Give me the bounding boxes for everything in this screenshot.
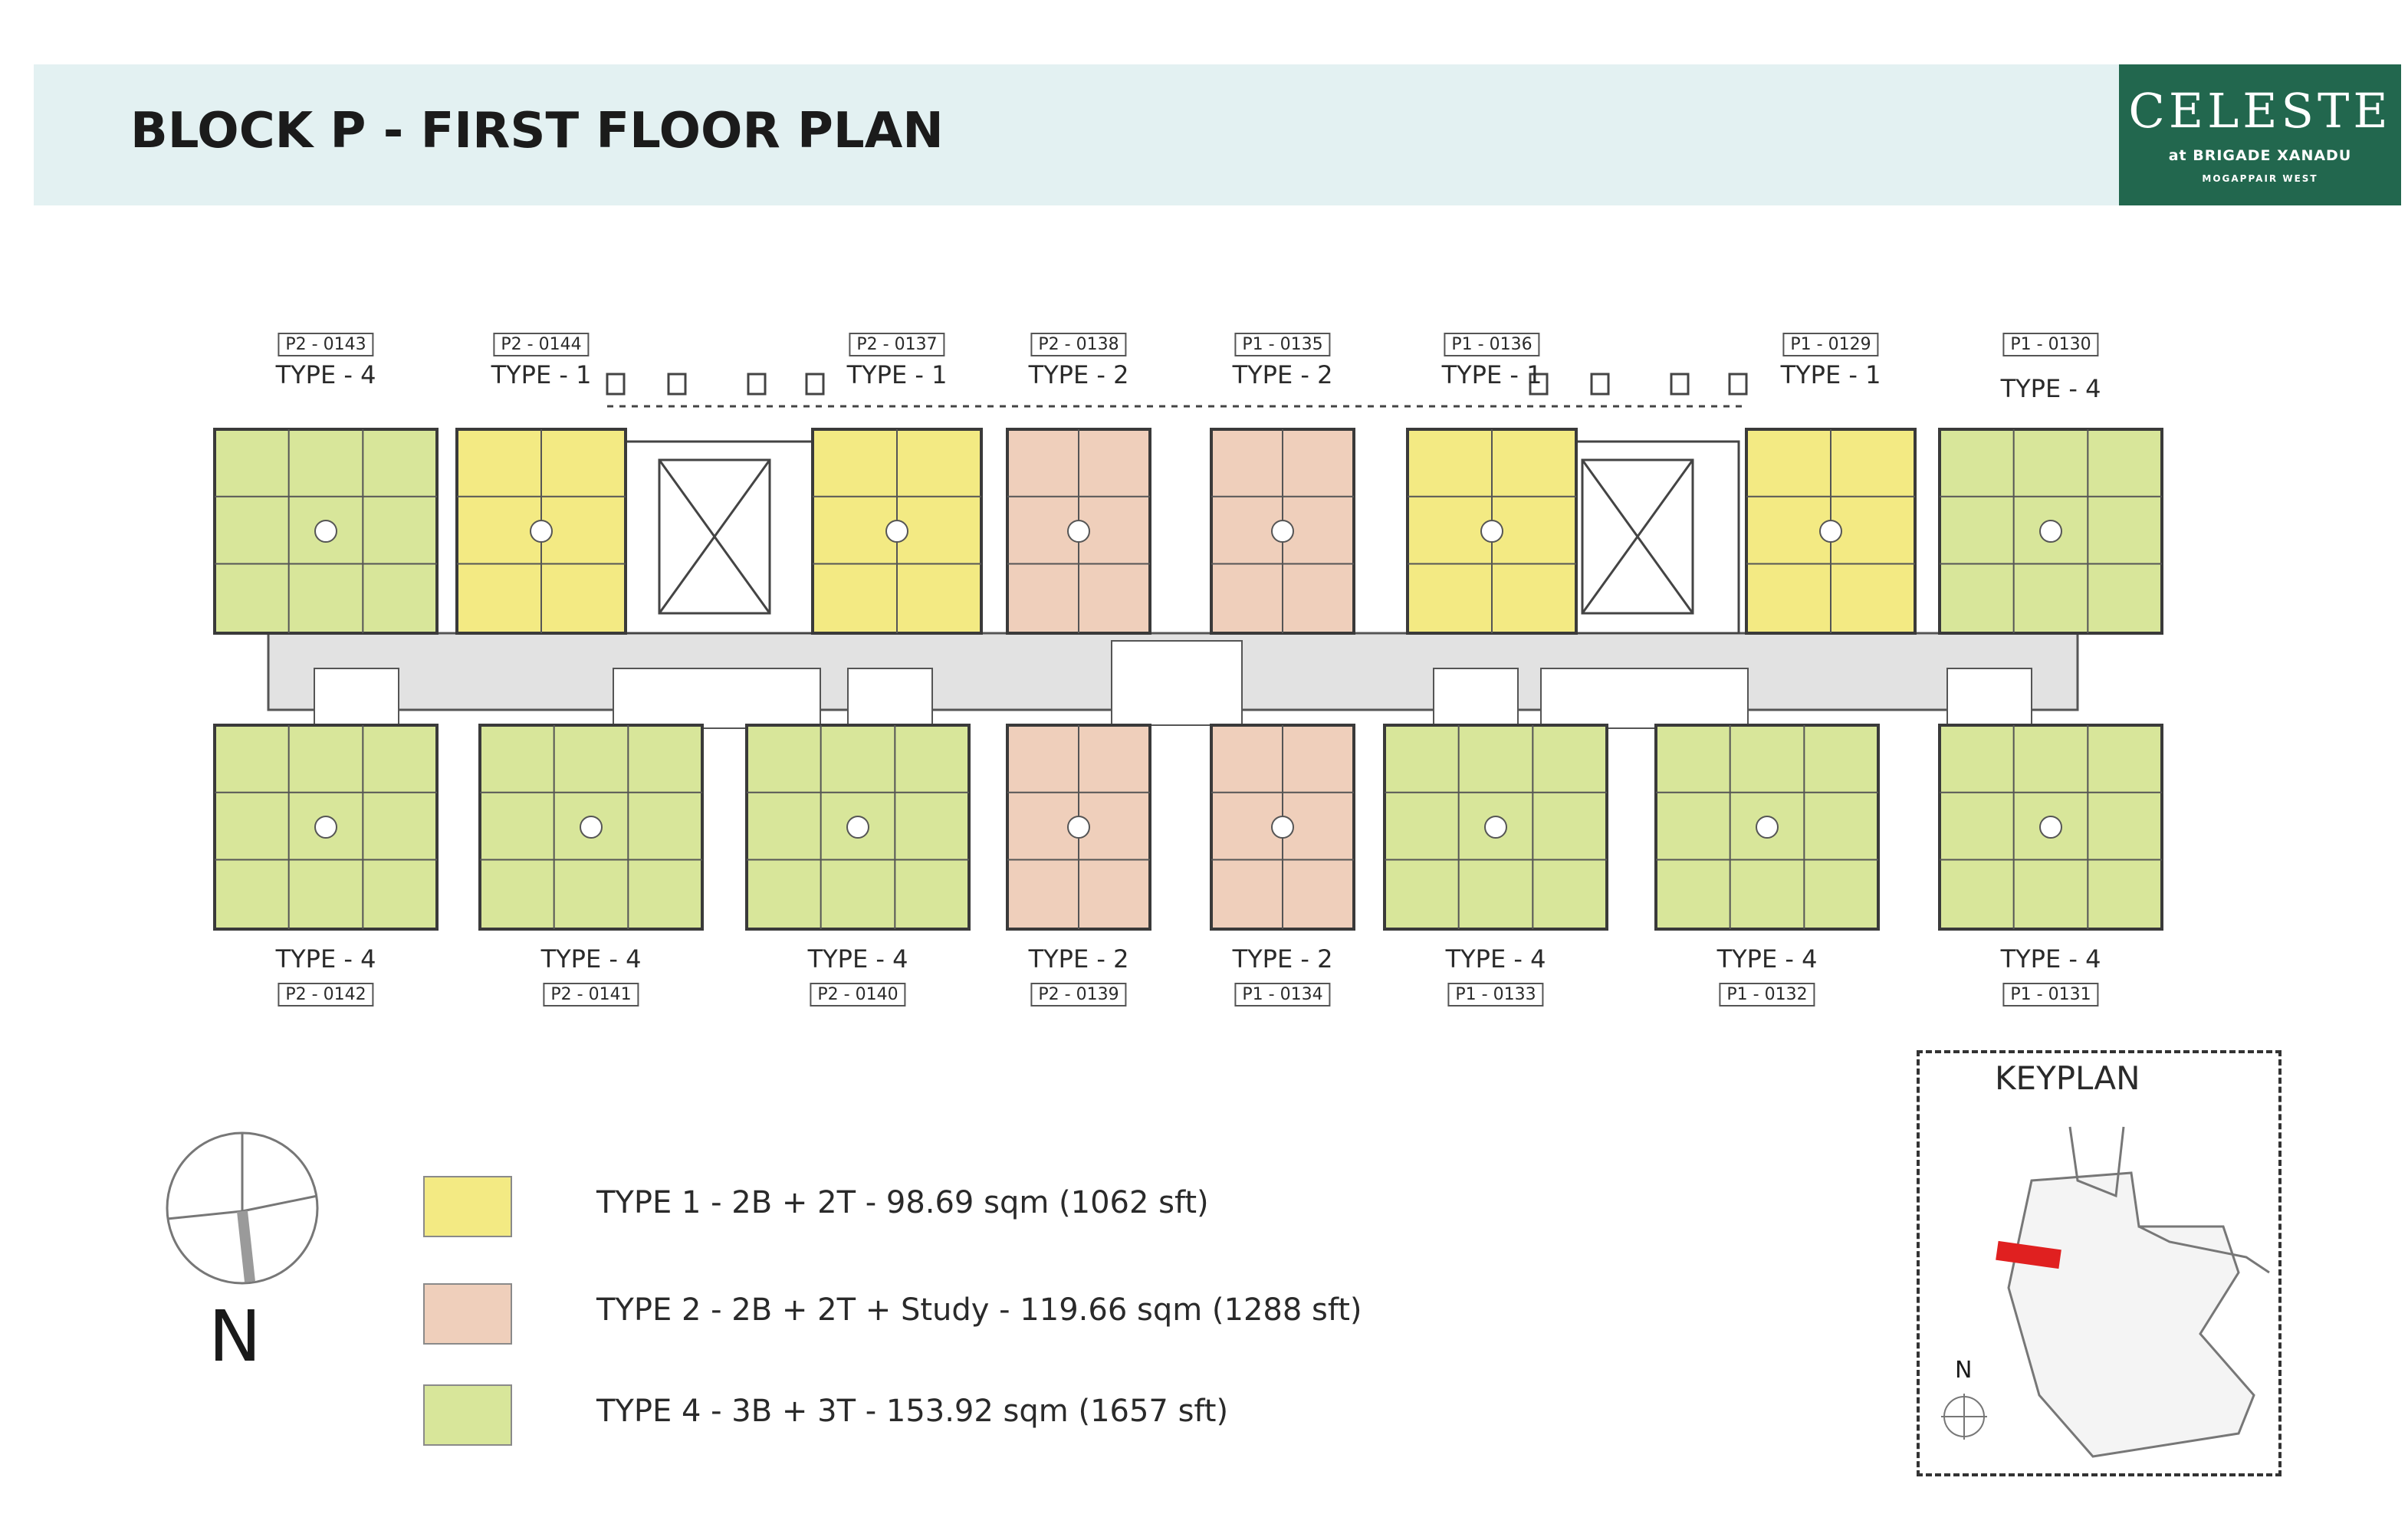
unit-code-label: P1 - 0131 [2002, 983, 2099, 1007]
unit-bottom-6 [1383, 724, 1608, 931]
legend-swatch [423, 1384, 512, 1446]
keyplan-site-sketch [1996, 1126, 2270, 1458]
unit-type-label: TYPE - 4 [1445, 944, 1546, 974]
north-label: N [209, 1295, 261, 1378]
legend-swatch [423, 1283, 512, 1345]
unit-code-label: P1 - 0134 [1234, 983, 1331, 1007]
unit-type-label: TYPE - 1 [491, 360, 592, 389]
unit-code-label: P2 - 0141 [543, 983, 639, 1007]
logo-location-text: MOGAPPAIR WEST [2202, 173, 2318, 184]
brand-logo: CELESTE at BRIGADE XANADU MOGAPPAIR WEST [2119, 64, 2401, 205]
unit-code-label: P2 - 0137 [849, 333, 945, 356]
unit-type-label: TYPE - 4 [1716, 944, 1818, 974]
keyplan-north-label: N [1955, 1357, 1973, 1384]
unit-type-label: TYPE - 1 [846, 360, 948, 389]
unit-bottom-4 [1006, 724, 1151, 931]
top-columns [606, 373, 1748, 408]
logo-sub-text: at BRIGADE XANADU [2168, 147, 2352, 164]
north-arrow-icon [166, 1131, 319, 1285]
keyplan-box [1917, 1050, 2282, 1476]
unit-type-label: TYPE - 2 [1232, 360, 1333, 389]
unit-code-label: P1 - 0135 [1234, 333, 1331, 356]
unit-top-4 [1006, 428, 1151, 635]
unit-code-label: P1 - 0132 [1719, 983, 1815, 1007]
unit-code-label: P2 - 0143 [278, 333, 374, 356]
unit-type-label: TYPE - 1 [1780, 360, 1881, 389]
unit-type-label: TYPE - 1 [1441, 360, 1542, 389]
legend-label: TYPE 2 - 2B + 2T + Study - 119.66 sqm (1… [596, 1292, 1362, 1328]
unit-code-label: P1 - 0136 [1444, 333, 1540, 356]
keyplan-north-arrow-icon [1941, 1394, 1987, 1440]
top-unit-blocks [213, 428, 2163, 635]
unit-bottom-2 [478, 724, 704, 931]
unit-code-label: P1 - 0130 [2002, 333, 2099, 356]
unit-type-label: TYPE - 4 [2000, 944, 2101, 974]
unit-type-label: TYPE - 4 [275, 944, 376, 974]
unit-bottom-8 [1938, 724, 2163, 931]
unit-bottom-1 [213, 724, 439, 931]
unit-type-label: TYPE - 2 [1232, 944, 1333, 974]
unit-type-label: TYPE - 4 [540, 944, 642, 974]
unit-top-3 [811, 428, 983, 635]
unit-bottom-5 [1210, 724, 1355, 931]
unit-type-label: TYPE - 2 [1028, 944, 1129, 974]
unit-code-label: P1 - 0133 [1447, 983, 1544, 1007]
unit-top-6 [1406, 428, 1578, 635]
unit-code-label: P2 - 0144 [493, 333, 590, 356]
unit-code-label: P2 - 0138 [1030, 333, 1127, 356]
unit-type-label: TYPE - 4 [2000, 374, 2101, 403]
unit-top-7 [1745, 428, 1917, 635]
core-left-top [613, 440, 817, 635]
unit-code-label: P1 - 0129 [1782, 333, 1879, 356]
legend-swatch [423, 1176, 512, 1237]
header-band [34, 64, 2119, 205]
corridor-cores [314, 640, 2032, 738]
unit-bottom-7 [1654, 724, 1880, 931]
legend-label: TYPE 4 - 3B + 3T - 153.92 sqm (1657 sft) [596, 1394, 1229, 1429]
unit-type-label: TYPE - 4 [807, 944, 908, 974]
page-title: BLOCK P - FIRST FLOOR PLAN [130, 103, 944, 159]
logo-main-text: CELESTE [2128, 83, 2392, 139]
unit-code-label: P2 - 0142 [278, 983, 374, 1007]
unit-type-label: TYPE - 4 [275, 360, 376, 389]
unit-top-8 [1938, 428, 2163, 635]
unit-top-2 [455, 428, 627, 635]
bottom-unit-blocks [213, 724, 2163, 931]
legend-label: TYPE 1 - 2B + 2T - 98.69 sqm (1062 sft) [596, 1185, 1209, 1220]
unit-code-label: P2 - 0140 [810, 983, 906, 1007]
unit-code-label: P2 - 0139 [1030, 983, 1127, 1007]
unit-top-5 [1210, 428, 1355, 635]
unit-bottom-3 [745, 724, 971, 931]
unit-top-1 [213, 428, 439, 635]
keyplan-title: KEYPLAN [1995, 1059, 2140, 1097]
unit-type-label: TYPE - 2 [1028, 360, 1129, 389]
